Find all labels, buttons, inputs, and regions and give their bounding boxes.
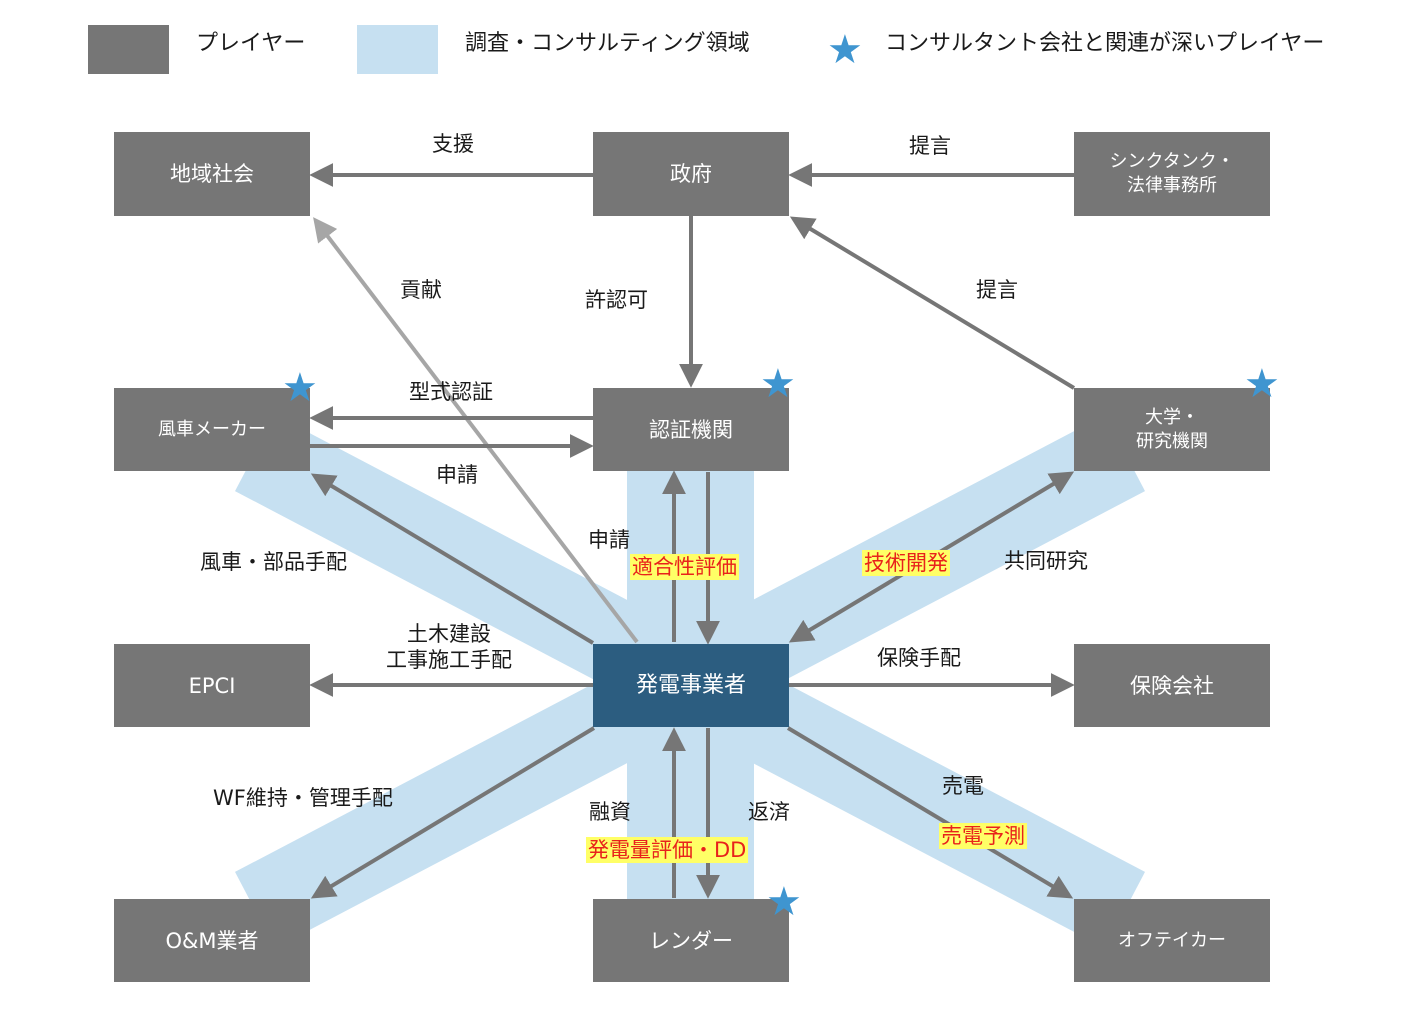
arrow-wf-maintenance [310,726,596,899]
legend-player-label: プレイヤー [196,31,306,56]
consulting-label-technology-dev: 技術開発 [862,550,950,576]
edge-label-turbine-procurement: 風車・部品手配 [200,550,347,574]
node-think-tank-label: シンクタンク・ 法律事務所 [1109,151,1235,196]
node-government: 政府 [593,132,789,216]
edge-label-proposal-top: 提言 [909,134,951,158]
node-local-community-label: 地域社会 [170,162,254,186]
node-insurance: 保険会社 [1074,644,1270,727]
edge-label-contribution: 貢献 [400,278,442,302]
legend-star-icon: ★ [827,27,863,73]
node-lender: レンダー [593,899,789,982]
node-turbine-maker-label: 風車メーカー [158,418,266,440]
arrow-power-sales [786,726,1074,899]
edge-label-repayment: 返済 [748,800,790,824]
legend-consulting-swatch [357,25,438,74]
edge-label-power-sales: 売電 [942,774,984,798]
star-icon-turbine-maker: ★ [282,365,318,411]
edge-label-civil-works: 土木建設 工事施工手配 [386,622,512,672]
arrow-contribution [313,217,639,644]
node-om-operator: O&M業者 [114,899,310,982]
node-lender-label: レンダー [649,928,733,953]
node-certification-body: 認証機関 [593,388,789,471]
legend-player-swatch [88,25,169,74]
edge-label-type-certification: 型式認証 [409,380,493,404]
node-local-community: 地域社会 [114,132,310,216]
edge-label-insurance-arrangement: 保険手配 [877,646,961,670]
star-icon-certification-body: ★ [760,361,796,407]
edge-label-support: 支援 [432,132,474,156]
star-icon-university: ★ [1244,361,1280,407]
node-om-operator-label: O&M業者 [165,928,259,953]
node-offtaker: オフテイカー [1074,899,1270,982]
edge-label-joint-research: 共同研究 [1004,549,1088,573]
consulting-label-conformity: 適合性評価 [630,554,739,580]
consulting-label-sales-forecast: 売電予測 [939,823,1027,849]
node-epci: EPCI [114,644,310,727]
edge-label-proposal-right: 提言 [976,278,1018,302]
legend-consulting-label: 調査・コンサルティング領域 [465,31,750,56]
node-insurance-label: 保険会社 [1130,673,1214,698]
edge-label-wf-maintenance: WF維持・管理手配 [213,786,393,810]
edge-label-financing: 融資 [589,800,631,824]
node-certification-body-label: 認証機関 [649,417,733,442]
node-government-label: 政府 [670,162,712,186]
arrow-turbine-procurement [310,473,595,645]
node-think-tank: シンクタンク・ 法律事務所 [1074,132,1270,216]
edge-label-application-maker: 申請 [436,463,478,487]
node-university: 大学・ 研究機関 [1074,388,1270,471]
consulting-label-energy-assessment: 発電量評価・DD [586,837,749,863]
node-power-producer-label: 発電事業者 [635,672,746,698]
legend-star-label: コンサルタント会社と関連が深いプレイヤー [885,31,1325,56]
edge-label-permits: 許認可 [585,288,648,312]
star-icon-lender: ★ [766,879,802,925]
arrow-proposal-university [789,216,1076,390]
node-power-producer: 発電事業者 [593,644,789,727]
node-offtaker-label: オフテイカー [1118,929,1226,951]
node-epci-label: EPCI [188,673,236,698]
node-university-label: 大学・ 研究機関 [1136,406,1208,452]
edge-label-application-cert: 申請 [588,528,630,552]
node-turbine-maker: 風車メーカー [114,388,310,471]
